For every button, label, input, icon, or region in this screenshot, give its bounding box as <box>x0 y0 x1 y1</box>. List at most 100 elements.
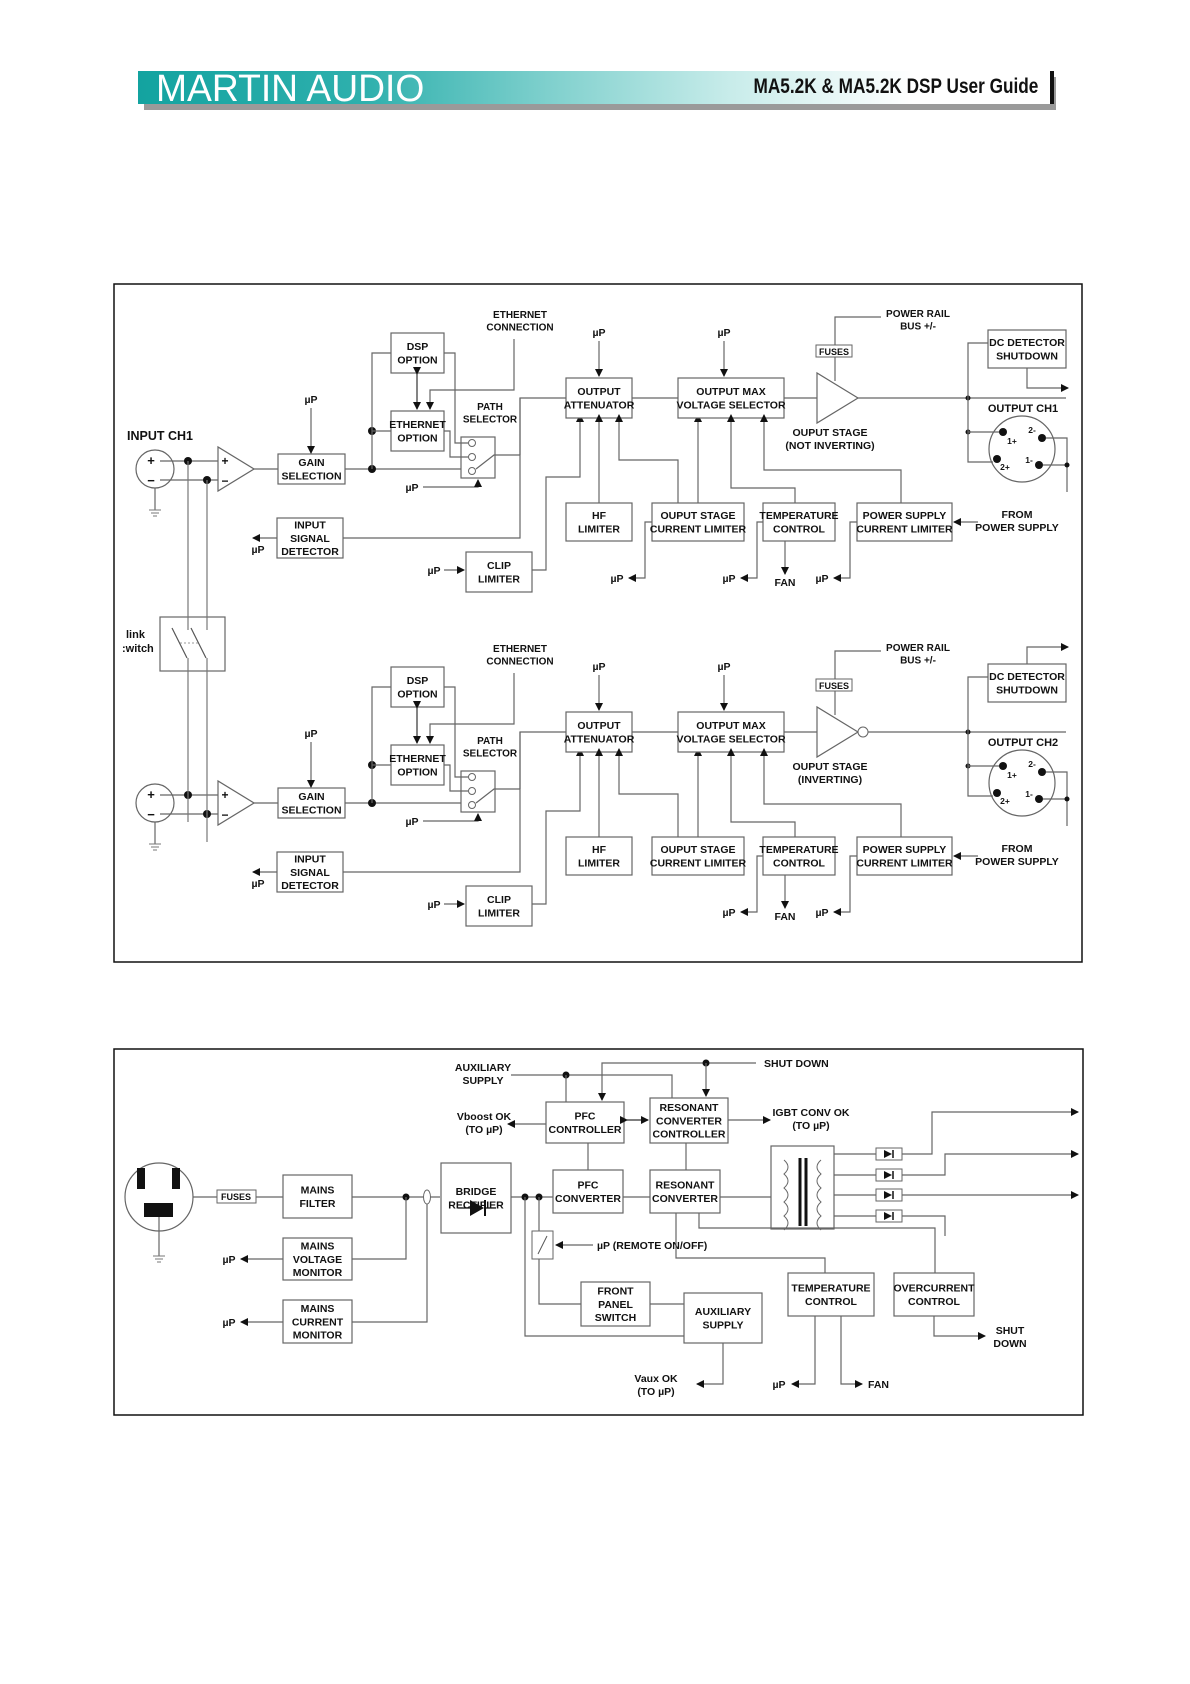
plus-sign: + <box>221 454 228 468</box>
auxiliary-supply-block-box <box>683 1292 763 1344</box>
wire <box>834 650 881 679</box>
resonant-converter-block-label: CONVERTER <box>652 1193 718 1205</box>
pin-label: 1- <box>1025 789 1033 799</box>
diagram-frame <box>113 283 1083 963</box>
switch-contact <box>468 467 476 475</box>
wire <box>834 316 881 345</box>
pfc-converter-block-label: PFC <box>578 1180 599 1192</box>
power-supply-current-limiter-block-label: POWER SUPPLY <box>863 510 947 522</box>
transformer-primary-coil <box>783 1159 789 1231</box>
output-stage-current-limiter-block-label: CURRENT LIMITER <box>650 523 747 535</box>
header-bar: MARTIN AUDIO MA5.2K & MA5.2K DSP User Gu… <box>138 68 1050 110</box>
input-signal-detector-block-label: SIGNAL <box>290 533 330 545</box>
plus-sign: + <box>221 788 228 802</box>
wire <box>444 764 468 792</box>
from-power-supply-label: FROM <box>1002 509 1033 521</box>
auxiliary-supply-in-label: AUXILIARY <box>455 1062 511 1074</box>
wire <box>444 686 468 778</box>
up-label: µP <box>251 878 264 890</box>
pin-label: 1+ <box>1007 436 1017 446</box>
switch-arm <box>475 788 520 804</box>
up-label: µP <box>405 482 418 494</box>
pfc-converter-block-box <box>552 1169 624 1214</box>
switch-contact <box>468 453 476 461</box>
wire <box>444 430 468 458</box>
wire <box>371 352 391 469</box>
wire <box>967 676 988 732</box>
front-panel-switch-block-label: PANEL <box>598 1299 633 1311</box>
input-signal-detector-block-label: INPUT <box>294 854 326 866</box>
power-rail-label: POWER RAIL <box>886 643 950 654</box>
link-switch: link :witch <box>122 616 226 672</box>
from-power-supply-label: FROM <box>1002 843 1033 855</box>
wire <box>675 1213 826 1273</box>
up-label: µP <box>717 327 730 339</box>
up-label: µP <box>405 816 418 828</box>
auxiliary-supply-block-label: AUXILIARY <box>695 1306 751 1318</box>
power-supply-current-limiter-block-label: CURRENT LIMITER <box>856 857 953 869</box>
junction-dot <box>1035 795 1043 803</box>
wire <box>371 686 391 803</box>
auxiliary-supply-block-label: SUPPLY <box>702 1319 743 1331</box>
fuses-label: FUSES <box>221 1192 251 1202</box>
channel-2: +−+−INPUT CH2GAINSELECTIONµPDSPOPTIONETH… <box>135 643 1070 927</box>
wire <box>833 855 857 916</box>
mains-current-monitor-block-label: MAINS <box>301 1303 335 1315</box>
brand-logo: MARTIN AUDIO <box>156 68 425 110</box>
output-max-voltage-selector-block-label: OUTPUT MAX <box>696 386 765 398</box>
up-label: µP <box>717 661 730 673</box>
power-supply-current-limiter-block-label: POWER SUPPLY <box>863 844 947 856</box>
output-stage-label: OUPUT STAGE <box>792 427 867 439</box>
up-label: µP <box>304 394 317 406</box>
output-max-voltage-selector-block-label: VOLTAGE SELECTOR <box>676 399 786 411</box>
switch-contact <box>468 801 476 809</box>
bridge-rectifier-block-label: BRIDGE <box>456 1186 497 1198</box>
ethernet-option-block-label: ETHERNET <box>389 753 446 765</box>
output-attenuator-block-label: OUTPUT <box>577 386 621 398</box>
amplifier-block-diagram: +−+−INPUT CH1GAINSELECTIONµPDSPOPTIONETH… <box>113 283 1083 963</box>
junction-dot <box>993 455 1001 463</box>
clip-limiter-block-box <box>465 551 533 593</box>
vaux-ok-label: (TO µP) <box>637 1386 674 1398</box>
from-power-supply-label: POWER SUPPLY <box>975 522 1059 534</box>
temperature-control-block-box <box>762 502 836 542</box>
output-stage-current-limiter-block-label: OUPUT STAGE <box>660 844 735 856</box>
power-supply-block-diagram: FUSESMAINSFILTERMAINSVOLTAGEMONITORµPMAI… <box>113 1048 1084 1416</box>
input-amp-icon <box>217 779 256 827</box>
vaux-ok-label: Vaux OK <box>634 1373 678 1385</box>
resonant-converter-block-label: RESONANT <box>656 1180 716 1192</box>
up-label: µP <box>222 1317 235 1329</box>
up-label: µP <box>722 573 735 585</box>
clip-limiter-block-label: LIMITER <box>478 907 520 919</box>
temperature-control-block-label: TEMPERATURE <box>759 510 838 522</box>
inverting-bubble-icon <box>857 726 869 738</box>
pin-label: 2- <box>1028 425 1036 435</box>
psu-content: FUSESMAINSFILTERMAINSVOLTAGEMONITORµPMAI… <box>124 1058 1079 1398</box>
diode-icon <box>884 1171 892 1179</box>
fan-label: FAN <box>868 1379 889 1391</box>
dc-detector-block-box <box>987 663 1067 703</box>
wire <box>902 1108 1079 1155</box>
auxiliary-supply-in-label: SUPPLY <box>462 1075 503 1087</box>
wire <box>426 673 515 744</box>
output-attenuator-block-label: ATTENUATOR <box>564 399 635 411</box>
junction-dot <box>1038 434 1046 442</box>
path-selector-label: PATH <box>477 736 503 747</box>
guide-title: MA5.2K & MA5.2K DSP User Guide <box>753 75 1038 98</box>
pfc-converter-block-label: CONVERTER <box>555 1193 621 1205</box>
input-label: INPUT CH1 <box>127 429 193 443</box>
input-signal-detector-block-label: DETECTOR <box>281 546 339 558</box>
resonant-converter-controller-block-label: RESONANT <box>660 1102 720 1114</box>
